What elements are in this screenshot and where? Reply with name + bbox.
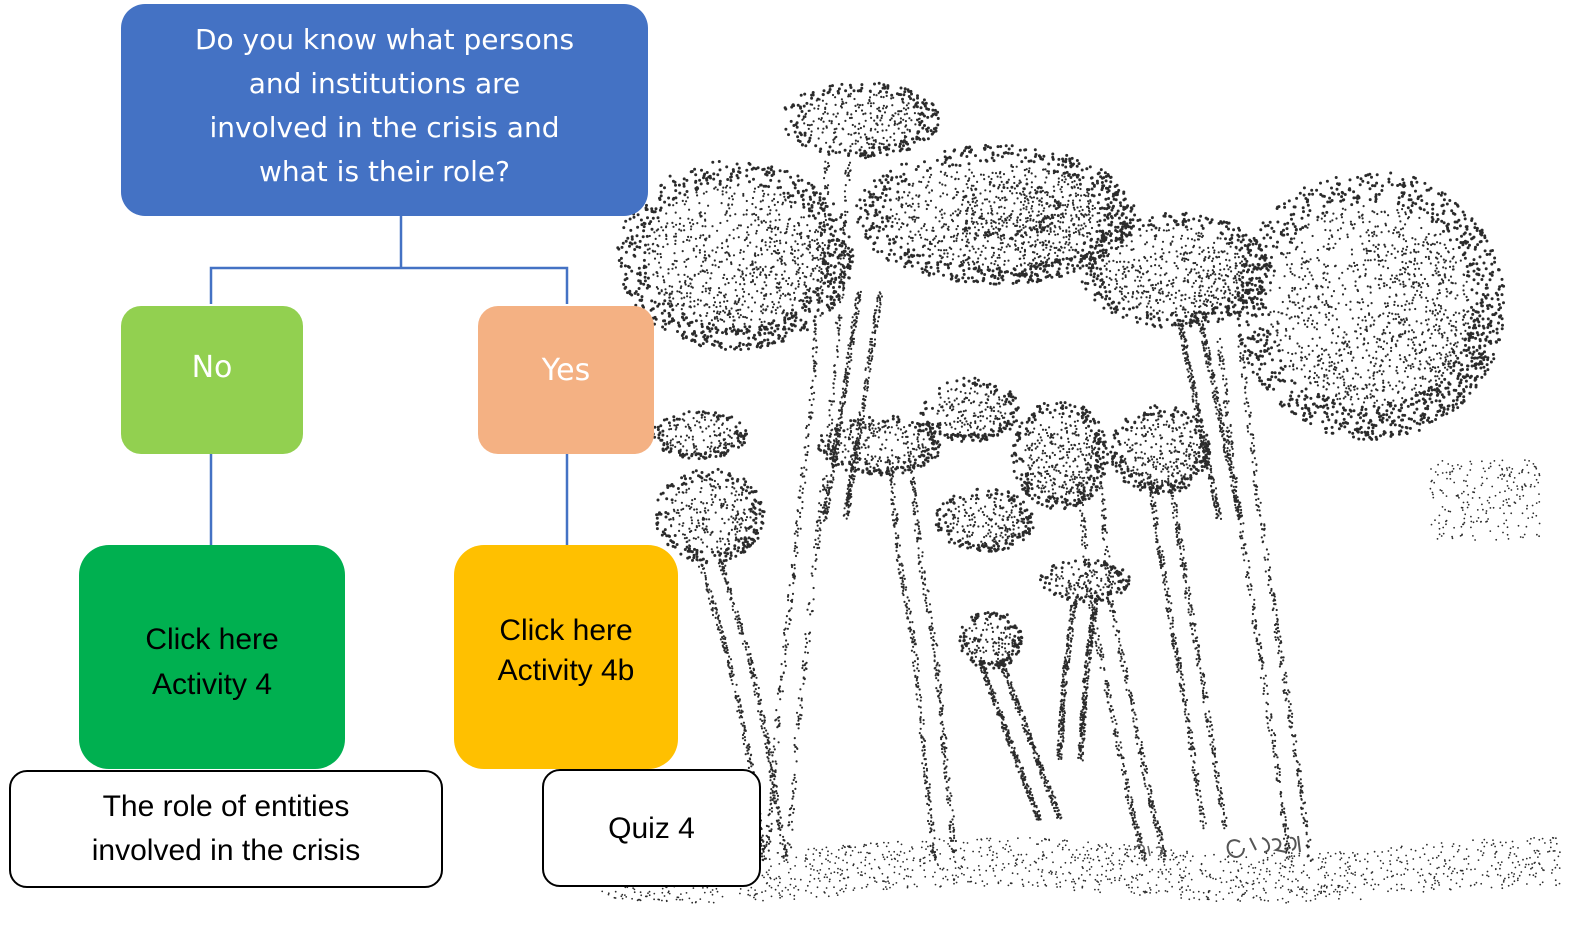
artist-signature bbox=[1133, 835, 1301, 858]
tree-canopies bbox=[616, 81, 1506, 671]
activity-4b-button[interactable]: Click here Activity 4b bbox=[454, 545, 678, 769]
no-answer-box: No bbox=[121, 306, 303, 454]
role-of-entities-link[interactable]: The role of entities involved in the cri… bbox=[9, 770, 443, 888]
yes-answer-box: Yes bbox=[478, 306, 654, 454]
quiz-4-link[interactable]: Quiz 4 bbox=[542, 769, 761, 887]
question-box: Do you know what persons and institution… bbox=[121, 4, 648, 216]
connector-split-horizontal bbox=[209, 266, 569, 304]
tree-trunks bbox=[696, 160, 1314, 863]
activity-4-button[interactable]: Click here Activity 4 bbox=[79, 545, 345, 769]
